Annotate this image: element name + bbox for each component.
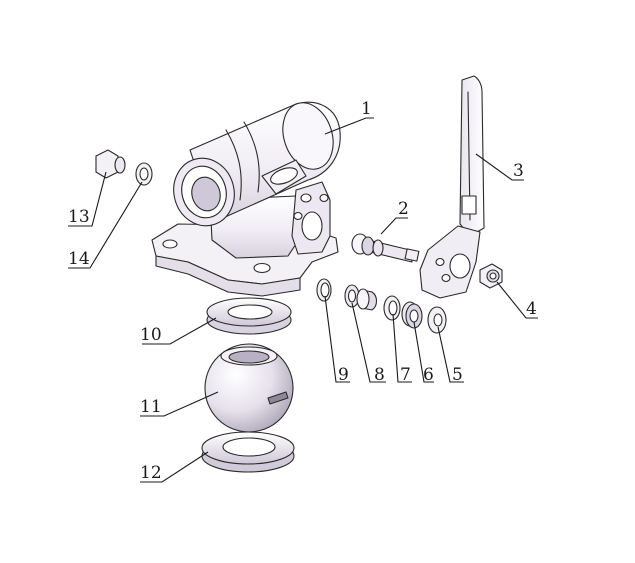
part-label-10: 10 xyxy=(140,325,162,345)
part-label-12: 12 xyxy=(140,463,162,483)
leader-line-9 xyxy=(324,295,350,383)
leader-line-8 xyxy=(351,302,386,383)
leader-line-11 xyxy=(140,391,219,417)
part-label-7: 7 xyxy=(400,365,411,385)
part-label-5: 5 xyxy=(452,365,463,385)
leader-line-7 xyxy=(392,313,412,383)
part-label-11: 11 xyxy=(140,397,162,417)
leader-line-2 xyxy=(380,217,408,235)
part-number-labels: 1 2 3 4 5 6 7 8 9 10 11 12 13 14 xyxy=(68,99,537,483)
part-label-14: 14 xyxy=(68,249,90,269)
hex-plug-part-13 xyxy=(95,149,126,179)
washer-part-14 xyxy=(135,162,153,186)
part-label-13: 13 xyxy=(68,207,90,227)
leader-line-3 xyxy=(475,153,524,181)
o-ring-part-9 xyxy=(316,278,332,302)
ring-part-7 xyxy=(383,295,401,321)
leader-line-5 xyxy=(437,326,464,383)
valve-stem-part xyxy=(351,233,420,263)
leader-line-13 xyxy=(68,171,107,227)
part-label-6: 6 xyxy=(423,365,434,385)
leader-line-10 xyxy=(142,317,217,345)
ring-part-6 xyxy=(401,301,423,329)
part-label-4: 4 xyxy=(526,299,537,319)
part-label-9: 9 xyxy=(338,365,349,385)
leader-line-4 xyxy=(496,281,538,319)
handle-lever-part xyxy=(419,75,485,299)
part-label-2: 2 xyxy=(398,199,409,219)
leader-line-14 xyxy=(68,181,143,269)
leader-line-12 xyxy=(140,451,209,483)
part-label-8: 8 xyxy=(374,365,385,385)
washer-part-5 xyxy=(427,306,447,334)
leader-lines xyxy=(68,117,538,483)
valve-body-part xyxy=(151,101,341,297)
hex-nut-part xyxy=(479,263,503,289)
seat-ring-part-10 xyxy=(206,297,292,335)
bushing-part-8 xyxy=(344,284,378,311)
part-label-1: 1 xyxy=(361,99,372,119)
ball-part-11 xyxy=(204,343,294,433)
seat-ring-part-12 xyxy=(201,431,295,473)
leader-line-1 xyxy=(324,117,374,135)
leader-line-6 xyxy=(413,321,434,383)
part-label-3: 3 xyxy=(513,161,524,181)
